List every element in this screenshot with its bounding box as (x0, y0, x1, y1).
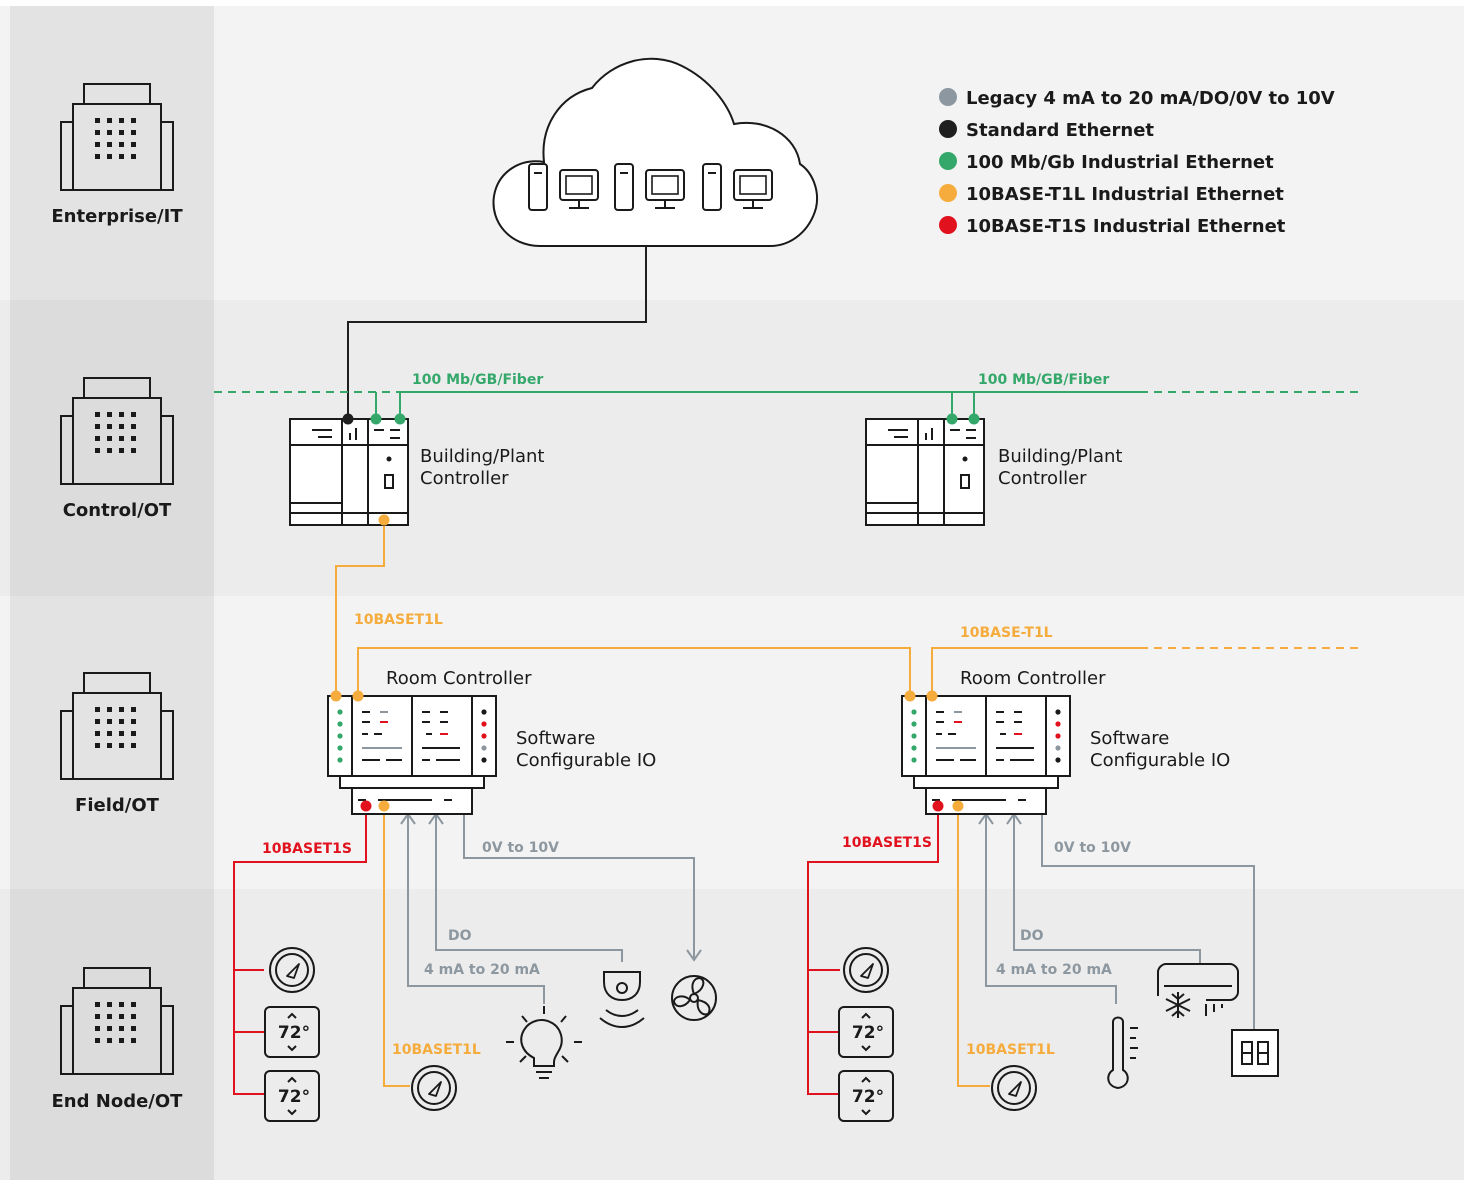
legacy-ma-link (407, 816, 545, 1004)
standard-ethernet-link (347, 246, 647, 419)
ma-label: 4 mA to 20 mA (996, 962, 1112, 978)
legend-label: Legacy 4 mA to 20 mA/DO/0V to 10V (966, 88, 1335, 109)
tier-label-end-node: End Node/OT (52, 1091, 184, 1112)
legend-swatch (939, 152, 957, 170)
thermometer-icon (1107, 1016, 1138, 1090)
wall-switch-icon (1231, 1029, 1279, 1077)
connector-dots (330, 413, 980, 812)
tier-label-enterprise: Enterprise/IT (51, 206, 183, 227)
io-label: Configurable IO (1090, 750, 1230, 771)
legend-swatch (939, 88, 957, 106)
thermostat-temp: 72° (278, 1023, 310, 1043)
light-bulb-icon (506, 1006, 582, 1079)
legend-label: 10BASE-T1L Industrial Ethernet (966, 184, 1284, 205)
io-label: Software (1090, 728, 1169, 749)
gauge-icon (411, 1065, 457, 1111)
plant-controller-label: Building/Plant (998, 446, 1122, 467)
plant-controller-label: Controller (420, 468, 509, 489)
t1l-room-link (357, 647, 911, 696)
t1l-end-label: 10BASET1L (966, 1042, 1055, 1058)
t1s-label: 10BASET1S (262, 841, 352, 857)
motion-sensor-icon (599, 971, 645, 1028)
t1l-end-label: 10BASET1L (392, 1042, 481, 1058)
tier-backgrounds (0, 6, 1464, 1180)
legacy-voltage-link (1041, 810, 1255, 1030)
t1l-link (335, 520, 385, 696)
air-conditioner-icon (1157, 963, 1239, 1018)
thermostat-temp: 72° (852, 1023, 884, 1043)
thermostat-temp: 72° (278, 1087, 310, 1107)
gauge-icon (843, 947, 889, 993)
legacy-do-link (435, 816, 623, 962)
io-label: Configurable IO (516, 750, 656, 771)
room-controller-label: Room Controller (960, 668, 1106, 689)
do-label: DO (1020, 928, 1044, 944)
legend-swatch (939, 184, 957, 202)
fiber-label: 100 Mb/GB/Fiber (978, 372, 1109, 388)
legend-label: 100 Mb/Gb Industrial Ethernet (966, 152, 1274, 173)
legend-swatch (939, 120, 957, 138)
ma-label: 4 mA to 20 mA (424, 962, 540, 978)
legend-label: 10BASE-T1S Industrial Ethernet (966, 216, 1286, 237)
voltage-label: 0V to 10V (482, 840, 559, 856)
t1s-link (233, 806, 367, 1095)
t1l-end-link (383, 806, 410, 1087)
fiber-label: 100 Mb/GB/Fiber (412, 372, 543, 388)
room-controller (327, 695, 497, 815)
room-controller (901, 695, 1071, 815)
t1l-label: 10BASET1L (354, 612, 443, 628)
voltage-label: 0V to 10V (1054, 840, 1131, 856)
legend: Legacy 4 mA to 20 mA/DO/0V to 10V Standa… (939, 88, 1335, 237)
legend-swatch (939, 216, 957, 234)
legacy-ma-link (985, 816, 1117, 1004)
fan-icon (671, 975, 717, 1021)
plant-controller-label: Building/Plant (420, 446, 544, 467)
t1l-room-link (931, 647, 1140, 696)
legacy-voltage-link (463, 810, 695, 958)
legend-label: Standard Ethernet (966, 120, 1154, 141)
t1l-label: 10BASE-T1L (960, 625, 1053, 641)
plant-controller (289, 418, 409, 526)
io-label: Software (516, 728, 595, 749)
tier-label-field: Field/OT (75, 795, 160, 816)
tier-label-control: Control/OT (63, 500, 172, 521)
thermostat-temp: 72° (852, 1087, 884, 1107)
t1s-link (807, 806, 939, 1095)
room-controller-label: Room Controller (386, 668, 532, 689)
do-label: DO (448, 928, 472, 944)
gauge-icon (269, 947, 315, 993)
gauge-icon (991, 1065, 1037, 1111)
legacy-do-link (1013, 816, 1201, 964)
t1l-end-link (957, 806, 990, 1087)
plant-controller-label: Controller (998, 468, 1087, 489)
plant-controller (865, 418, 985, 526)
network-links (214, 246, 1360, 1095)
t1s-label: 10BASET1S (842, 835, 932, 851)
